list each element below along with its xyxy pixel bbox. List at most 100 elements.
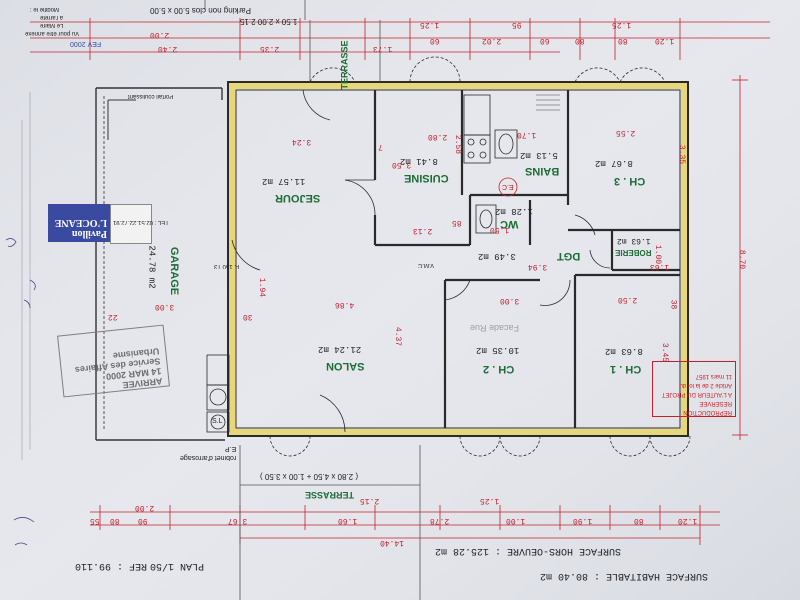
repro-line-2: A L'AUTEUR DU PROJET <box>661 391 732 397</box>
insulation-band <box>229 83 687 435</box>
room-cuisine-name: CUISINE <box>404 172 449 184</box>
top-dimension-lines <box>30 18 770 60</box>
dim-inner-24: 22 <box>108 312 118 321</box>
room-salon-name: SALON <box>326 360 365 372</box>
dim-bottom-13: 2.15 <box>360 496 380 505</box>
dim-inner-23: 38 <box>668 299 678 310</box>
dim-inner-7: 3.35 <box>677 144 687 165</box>
ep-label: E.P <box>225 445 237 452</box>
garage-appliances <box>206 354 230 433</box>
dim-top-1: 2.00 <box>150 30 170 39</box>
window-swings-top <box>309 56 666 83</box>
room-ch1-area: 8.63 m2 <box>605 346 643 356</box>
terrasse-top-outline <box>309 20 381 82</box>
kitchen-fixtures <box>463 94 518 234</box>
dim-bottom-2: 80 <box>110 516 120 525</box>
dim-bottom-5: 3.67 <box>228 516 248 525</box>
dim-top-5: 2.02 <box>482 36 502 45</box>
room-wc-area: 1.28 m2 <box>495 206 533 216</box>
terrasse-top-name: TERRASSE <box>339 40 350 90</box>
arrivee-stamp: ARRIVEE 14 MAR 2000 Service des Affaires… <box>57 324 170 398</box>
ec-label: E.C <box>502 183 514 190</box>
dim-inner-17: 1.94 <box>257 277 267 298</box>
right-dimension-lines <box>732 75 748 440</box>
dim-inner-25: 30 <box>243 312 253 321</box>
bath-hatch <box>536 94 560 111</box>
pavillon-block: Pavillon L'OCEANE <box>48 204 110 242</box>
dim-bottom-14: 14.40 <box>380 538 405 547</box>
dim-inner-3: 2.80 <box>428 132 448 141</box>
dim-inner-1: 3.24 <box>292 137 312 146</box>
exterior-wall-inner <box>235 89 681 429</box>
dim-inner-6: 2.55 <box>616 128 636 137</box>
dim-inner-19: 8.70 <box>737 249 747 270</box>
dim-inner-16: 4.37 <box>393 326 403 347</box>
repro-line-4: 11 mars 1957 <box>695 373 732 379</box>
dim-top-12: 60 <box>430 36 440 45</box>
room-roberie-name: ROBERIE <box>615 248 652 257</box>
dim-top-11: 1.25 <box>612 20 632 29</box>
room-bains-name: BAINS <box>525 165 560 177</box>
room-sejour-name: SEJOUR <box>275 192 321 204</box>
garage-outline <box>95 87 225 441</box>
vmc-label: V.M.C <box>418 262 435 268</box>
dim-inner-11: 1.00 <box>653 244 663 265</box>
dim-bottom-8: 1.00 <box>506 516 526 525</box>
portail-label: Portail coulissant <box>128 93 174 99</box>
facade-label: Facade Rue <box>470 323 520 333</box>
room-sejour-area: 11.57 m2 <box>262 176 306 186</box>
repro-line-1: REPRODUCTION RESERVEE <box>683 400 732 415</box>
dim-inner-9: 3.94 <box>528 262 548 271</box>
dim-bottom-6: 1.60 <box>338 516 358 525</box>
door-swings <box>231 89 611 433</box>
plafond-label: P. 150 T3 <box>214 263 240 269</box>
modif-line-3: Le Maire <box>40 22 64 28</box>
terrasse-bottom-name: TERRASSE <box>305 490 355 500</box>
plan-scale: PLAN 1/50 <box>150 560 205 571</box>
dim-inner-13: 3.00 <box>500 296 520 305</box>
dim-top-10: 80 <box>618 36 628 45</box>
dim-bottom-4: 90 <box>138 516 148 525</box>
room-garage-name: GARAGE <box>168 246 181 296</box>
dim-inner-22: 1.50 <box>490 225 510 234</box>
dim-bottom-7: 2.78 <box>430 516 450 525</box>
surface-hors-oeuvre: SURFACE HORS-OEUVRE : 125.28 m2 <box>435 545 622 556</box>
parking-fence <box>204 0 306 20</box>
dim-inner-2: 3.50 <box>392 160 412 169</box>
surface-habitable: SURFACE HABITABLE : 80.40 m2 <box>540 570 709 581</box>
dim-top-6: 1.25 <box>420 20 440 29</box>
interior-walls <box>373 90 680 428</box>
pavillon-tel-box: TEL : 02.51.22.72.91 <box>110 204 169 244</box>
repro-line-3: Article 2 de la loi du <box>679 382 732 388</box>
margin-scribbles <box>5 238 36 546</box>
room-ch3-name: CH . 3 <box>614 175 646 187</box>
room-ch2-name: CH . 2 <box>483 363 515 375</box>
dim-inner-14: 3.45 <box>660 342 670 363</box>
dim-bottom-9: 1.90 <box>573 516 593 525</box>
dim-top-8: 60 <box>540 36 550 45</box>
modif-line-4: à l'arrêté <box>40 14 64 20</box>
room-ch2-area: 10.35 m2 <box>476 345 520 355</box>
plan-ref: REF : 99.110 <box>75 560 148 571</box>
pavillon-name: Pavillon L'OCEANE <box>54 217 107 239</box>
dim-top-7: 95 <box>512 20 522 29</box>
modif-line-2: Vu pour être annexé <box>25 30 80 36</box>
dim-inner-4: 2.58 <box>453 134 463 155</box>
dim-inner-15: 4.86 <box>335 300 355 309</box>
dim-inner-5: 1.70 <box>517 130 537 139</box>
pavillon-tel: TEL : 02.51.22.72.91 <box>113 219 169 225</box>
dim-top-3: 2.35 <box>260 44 280 53</box>
terrasse-dimensions: ( 2.80 x 4.50 + 1.00 x 3.50 ) <box>260 472 359 481</box>
dim-inner-8: 2.13 <box>413 226 433 235</box>
dim-top-9: 1.20 <box>655 36 675 45</box>
dim-top-13: 80 <box>575 36 585 45</box>
dim-inner-21: 7 <box>378 142 383 151</box>
stamp-date: FEV 2000 <box>70 40 102 47</box>
sl-label: S.L <box>212 418 223 425</box>
dim-bottom-12: 1.25 <box>480 496 500 505</box>
modif-line-1: Modifié le : <box>30 6 60 12</box>
dim-top-2: 2.40 <box>158 44 178 53</box>
terrasse-bottom-outline <box>239 445 421 600</box>
left-construction-lines <box>21 92 31 460</box>
